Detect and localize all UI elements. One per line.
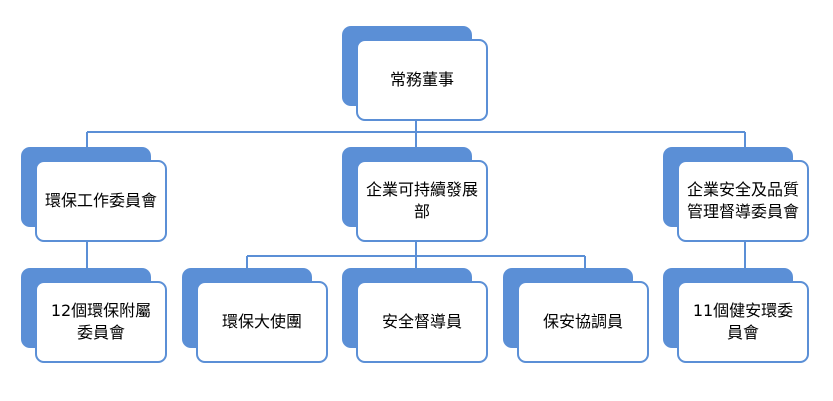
node-root: 常務董事 <box>342 26 490 122</box>
node-safety-supervisor: 安全督導員 <box>342 268 490 364</box>
node-sustainability-dept-box: 企業可持續發展部 <box>356 160 488 242</box>
node-sustainability-dept-label: 企業可持續發展部 <box>365 180 478 221</box>
node-env-committee-label: 環保工作委員會 <box>44 191 157 210</box>
node-root-label: 常務董事 <box>389 70 454 89</box>
node-health-safety-env-committees-label: 11個健安環委員會 <box>692 301 794 342</box>
node-safety-supervisor-box: 安全督導員 <box>356 281 488 363</box>
node-safety-quality-committee-label: 企業安全及品質管理督導委員會 <box>686 180 799 221</box>
node-env-ambassador-label: 環保大使團 <box>221 312 302 331</box>
node-health-safety-env-committees: 11個健安環委員會 <box>663 268 811 364</box>
node-safety-quality-committee-box: 企業安全及品質管理督導委員會 <box>677 160 809 242</box>
node-sustainability-dept: 企業可持續發展部 <box>342 147 490 243</box>
node-affiliated-committees-label: 12個環保附屬委員會 <box>50 301 152 342</box>
node-env-committee: 環保工作委員會 <box>21 147 169 243</box>
node-safety-supervisor-label: 安全督導員 <box>381 312 462 331</box>
node-security-coordinator-box: 保安協調員 <box>517 281 649 363</box>
node-env-ambassador: 環保大使團 <box>182 268 330 364</box>
node-affiliated-committees-box: 12個環保附屬委員會 <box>35 281 167 363</box>
node-root-box: 常務董事 <box>356 39 488 121</box>
node-env-committee-box: 環保工作委員會 <box>35 160 167 242</box>
node-health-safety-env-committees-box: 11個健安環委員會 <box>677 281 809 363</box>
node-safety-quality-committee: 企業安全及品質管理督導委員會 <box>663 147 811 243</box>
node-affiliated-committees: 12個環保附屬委員會 <box>21 268 169 364</box>
node-security-coordinator-label: 保安協調員 <box>542 312 623 331</box>
node-security-coordinator: 保安協調員 <box>503 268 651 364</box>
node-env-ambassador-box: 環保大使團 <box>196 281 328 363</box>
